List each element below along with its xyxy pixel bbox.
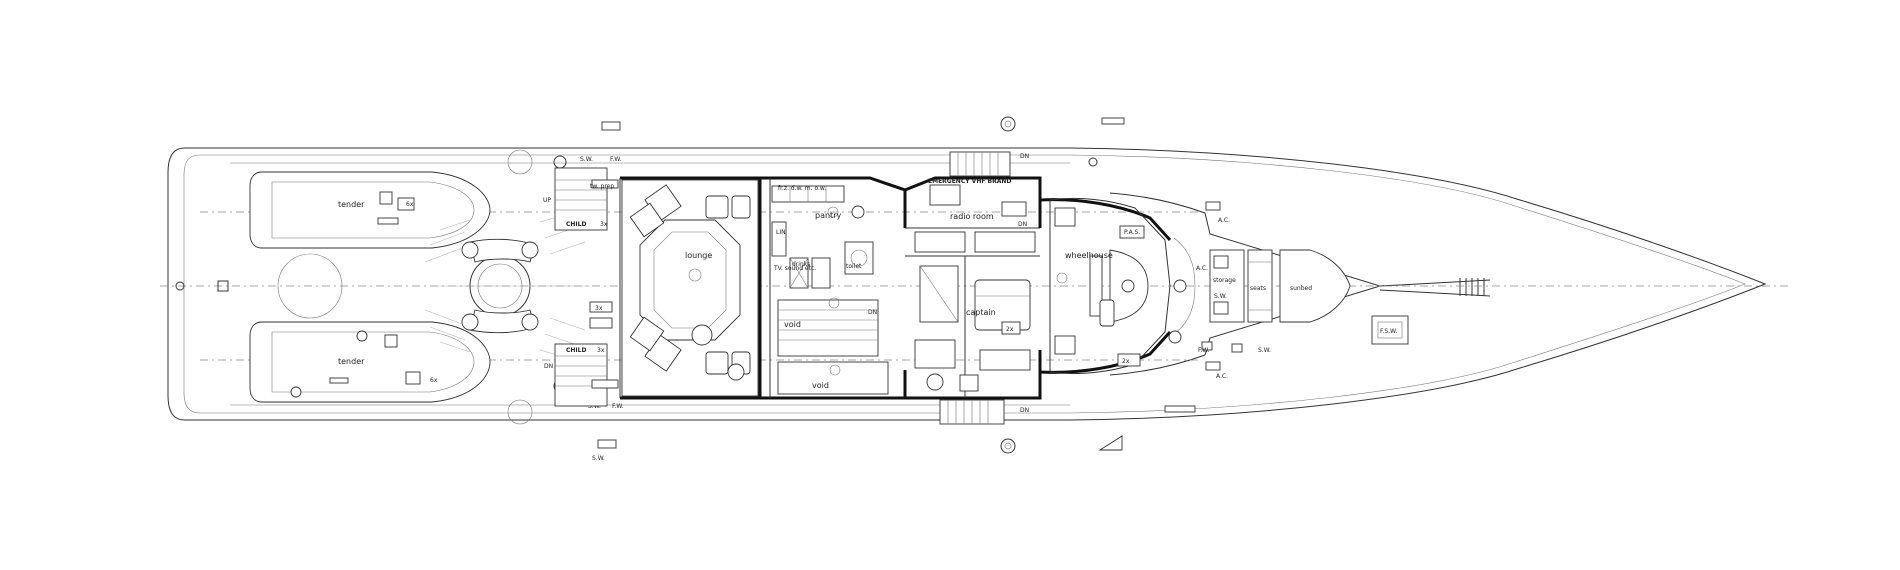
sw-storage-label: S.W. [1214,293,1227,300]
dn-void-label: DN [868,309,877,316]
fw-top-label: F.W. [610,156,622,163]
forward-deck: storage seats sunbed S.W. [1173,237,1351,335]
lin-label: LIN [776,229,786,236]
ac-label-1: A.C. [1218,217,1230,224]
tender-top: tender [249,171,491,249]
tender-6x-label: 6x [430,377,438,384]
pantry-block: pantry fr.z. d.w. m. o.w. LIN drinks TV.… [760,176,907,400]
child-top-label: CHILD [566,221,586,228]
fw-left-bot-label: F.W. [612,403,624,410]
ac-label-2: A.C. [1216,373,1228,380]
void-block: void void DN [777,297,889,395]
tender-bottom: tender 6x [249,321,491,403]
pas-label: P.A.S. [1124,229,1140,236]
cap-3x-mid: 3x [595,305,603,312]
captain-label: captain [966,308,996,317]
cap-2x-captain: 2x [1006,326,1014,333]
fsw-label: F.S.W. [1380,328,1397,335]
child-bottom-label: CHILD [566,347,586,354]
cap-2x-wheel: 2x [1122,358,1130,365]
dn-radio-label: DN [1018,221,1027,228]
tv-sound-label: TV. sound etc. [773,265,816,272]
sw-deck-label: S.W. [1258,347,1271,354]
tender-bottom-label: tender [338,357,365,366]
storage-label: storage [1213,277,1236,284]
top-deck-fittings: S.W. F.W. DN [507,116,1125,177]
stern-fitting [175,280,229,292]
wheelhouse-block: wheelhouse P.A.S. 2x [1038,197,1172,375]
pantry-label: pantry [815,211,841,220]
tender-top-label: tender [338,200,365,209]
sunbed-label: sunbed [1290,285,1312,292]
dn-top-label: DN [1020,153,1029,160]
cap-3x-top: 3x [600,221,608,228]
dn-left-label: DN [544,363,553,370]
aft-stair-area: CHILD CHILD UP DN 3x 3x 3x 6x tw. prep [406,167,619,407]
ac-label-3: A.C. [1196,265,1208,272]
dn-bottom-label: DN [1020,407,1029,414]
drinks-label: drinks [792,261,810,268]
bottom-deck-fittings: S.W. S.W. F.W. DN [507,379,1196,462]
wheelhouse-label: wheelhouse [1065,251,1113,260]
pantry-appliances-label: fr.z. d.w. m. o.w. [778,185,826,192]
fw-deck-label: F.W. [1198,347,1210,354]
cap-3x-bot: 3x [597,347,605,354]
sw-bottom-label: S.W. [592,455,605,462]
lounge-label: lounge [685,251,712,260]
seats-label: seats [1250,285,1266,292]
foredeck-fittings: A.C. A.C. A.C. F.W. S.W. F.S.W. [1168,201,1409,380]
radio-captain-block: radio room captain DN 2x EMERGENCY VHF B… [903,176,1042,400]
up-label: UP [543,197,551,204]
tw-prep-label: tw. prep [590,183,614,190]
aft-deck-spa [277,211,590,361]
radio-room-label: radio room [950,212,994,221]
toilet-label: toilet [846,263,862,270]
emergency-vhf-label: EMERGENCY VHF BRAND [928,178,1011,185]
cap-6x-top: 6x [406,201,414,208]
void-upper-label: void [784,320,801,329]
lounge-furniture: lounge [629,184,751,381]
sw-top-label: S.W. [580,156,593,163]
void-lower-label: void [812,381,829,390]
sw-left-bot-label: S.W. [588,403,601,410]
